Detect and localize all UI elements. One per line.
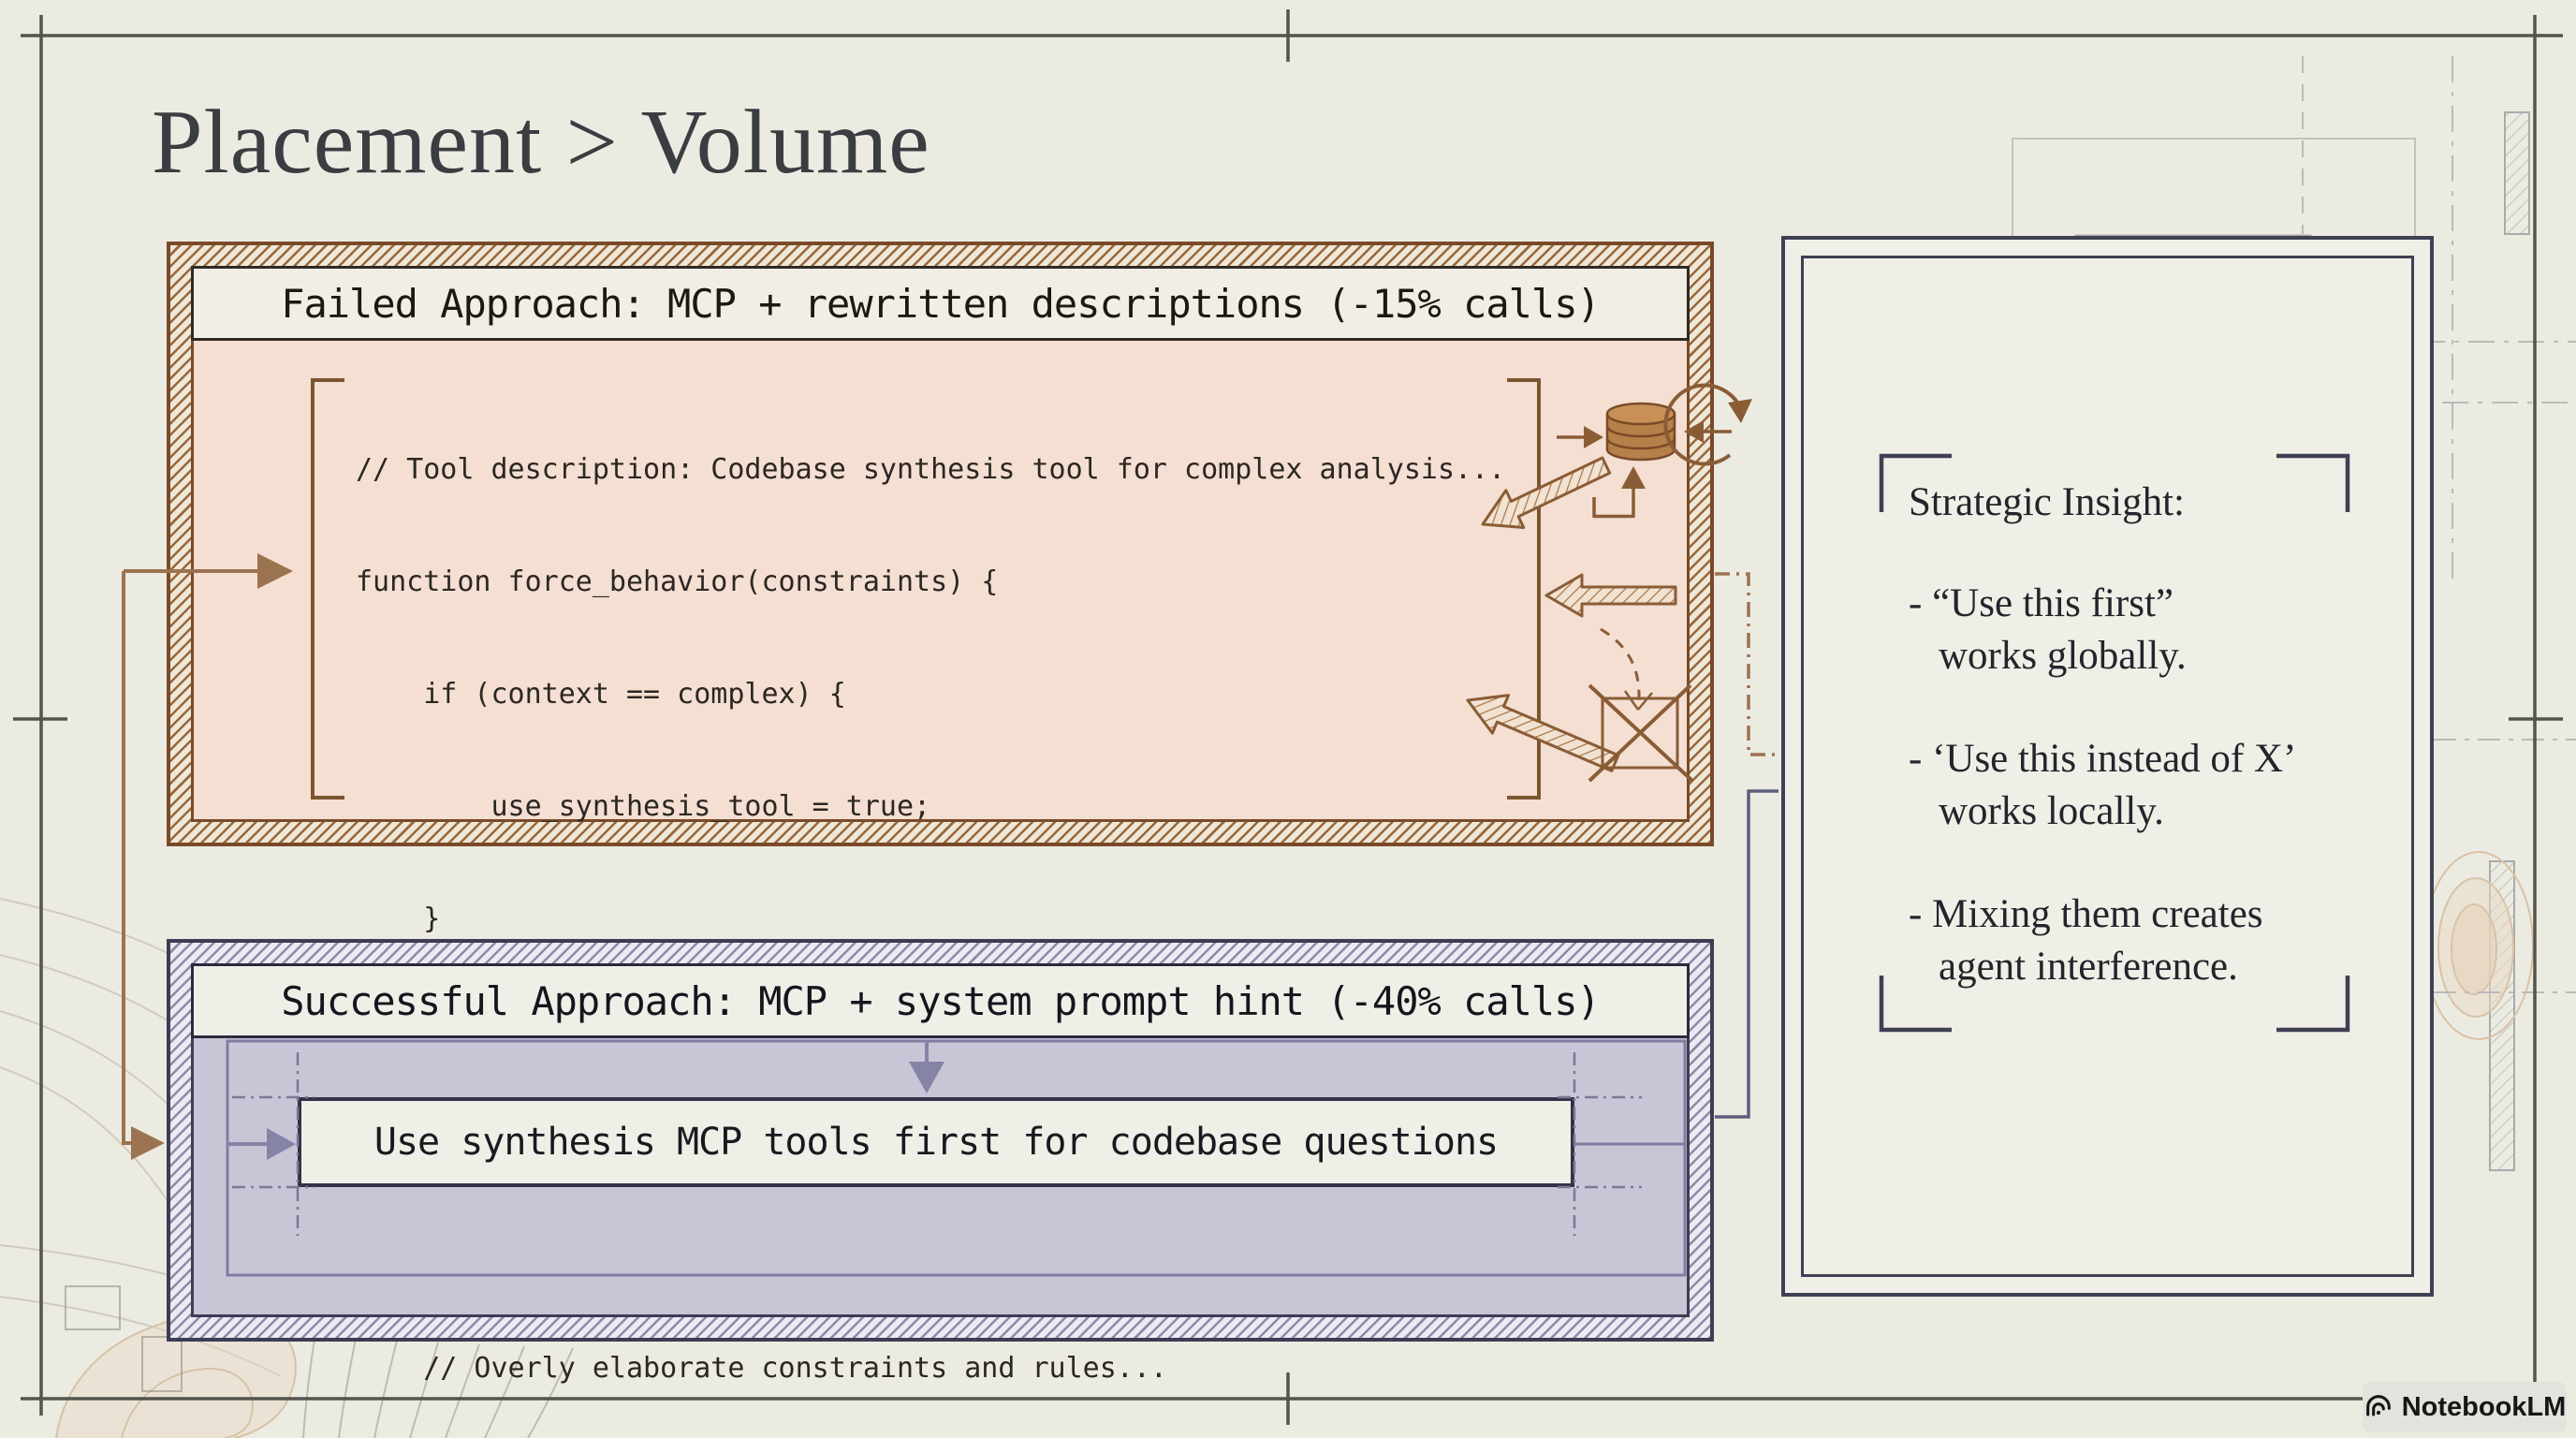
connector-successful-to-insight	[1715, 789, 1778, 1119]
successful-approach-header-label: Successful Approach: MCP + system prompt…	[281, 977, 1601, 1024]
failed-approach-header-label: Failed Approach: MCP + rewritten descrip…	[281, 280, 1601, 327]
connector-dashdot-failed-to-insight	[1715, 572, 1778, 756]
code-line: // Tool description: Codebase synthesis …	[356, 453, 1506, 486]
system-prompt-hint-box: Use synthesis MCP tools first for codeba…	[298, 1097, 1574, 1187]
failed-approach-header: Failed Approach: MCP + rewritten descrip…	[191, 266, 1690, 341]
code-line: // Overly elaborate constraints and rule…	[356, 1352, 1167, 1385]
code-line: }	[356, 902, 441, 935]
insight-bullet: - “Use this first” works globally.	[1909, 578, 2414, 682]
insight-bullet: - Mixing them creates agent interference…	[1909, 888, 2414, 993]
strategic-insight-panel-border	[1801, 256, 2414, 1277]
insight-bullet-line: works globally.	[1939, 634, 2187, 678]
insight-bullet-line: - Mixing them creates	[1909, 892, 2263, 936]
strategic-insight-text: Strategic Insight: - “Use this first” wo…	[1909, 477, 2414, 1044]
failed-approach-body: Failed Approach: MCP + rewritten descrip…	[191, 266, 1690, 822]
system-prompt-hint-label: Use synthesis MCP tools first for codeba…	[373, 1121, 1499, 1164]
code-line: if (context == complex) {	[356, 678, 846, 711]
code-line: use_synthesis_tool = true;	[356, 790, 931, 823]
notebooklm-logo-icon	[2365, 1395, 2391, 1416]
arrowhead-into-successful-box	[131, 1126, 165, 1160]
insight-bullet-line: - “Use this first”	[1909, 581, 2174, 625]
successful-approach-header: Successful Approach: MCP + system prompt…	[191, 963, 1690, 1038]
insight-bullet-line: works locally.	[1939, 789, 2164, 833]
insight-bullet: - ‘Use this instead of X’ works locally.	[1909, 733, 2414, 838]
strategic-insight-panel: Strategic Insight: - “Use this first” wo…	[1781, 236, 2434, 1297]
notebooklm-badge-label: NotebookLM	[2401, 1391, 2567, 1422]
page-title: Placement > Volume	[152, 92, 930, 193]
insight-bullet-line: - ‘Use this instead of X’	[1909, 737, 2297, 781]
failed-approach-box: Failed Approach: MCP + rewritten descrip…	[167, 242, 1714, 846]
code-line: function force_behavior(constraints) {	[356, 565, 999, 598]
notebooklm-badge: NotebookLM	[2363, 1382, 2567, 1432]
strategic-insight-title: Strategic Insight:	[1909, 480, 2185, 524]
decor-right-blob	[2423, 739, 2576, 1171]
insight-bullet-line: agent interference.	[1939, 945, 2238, 989]
